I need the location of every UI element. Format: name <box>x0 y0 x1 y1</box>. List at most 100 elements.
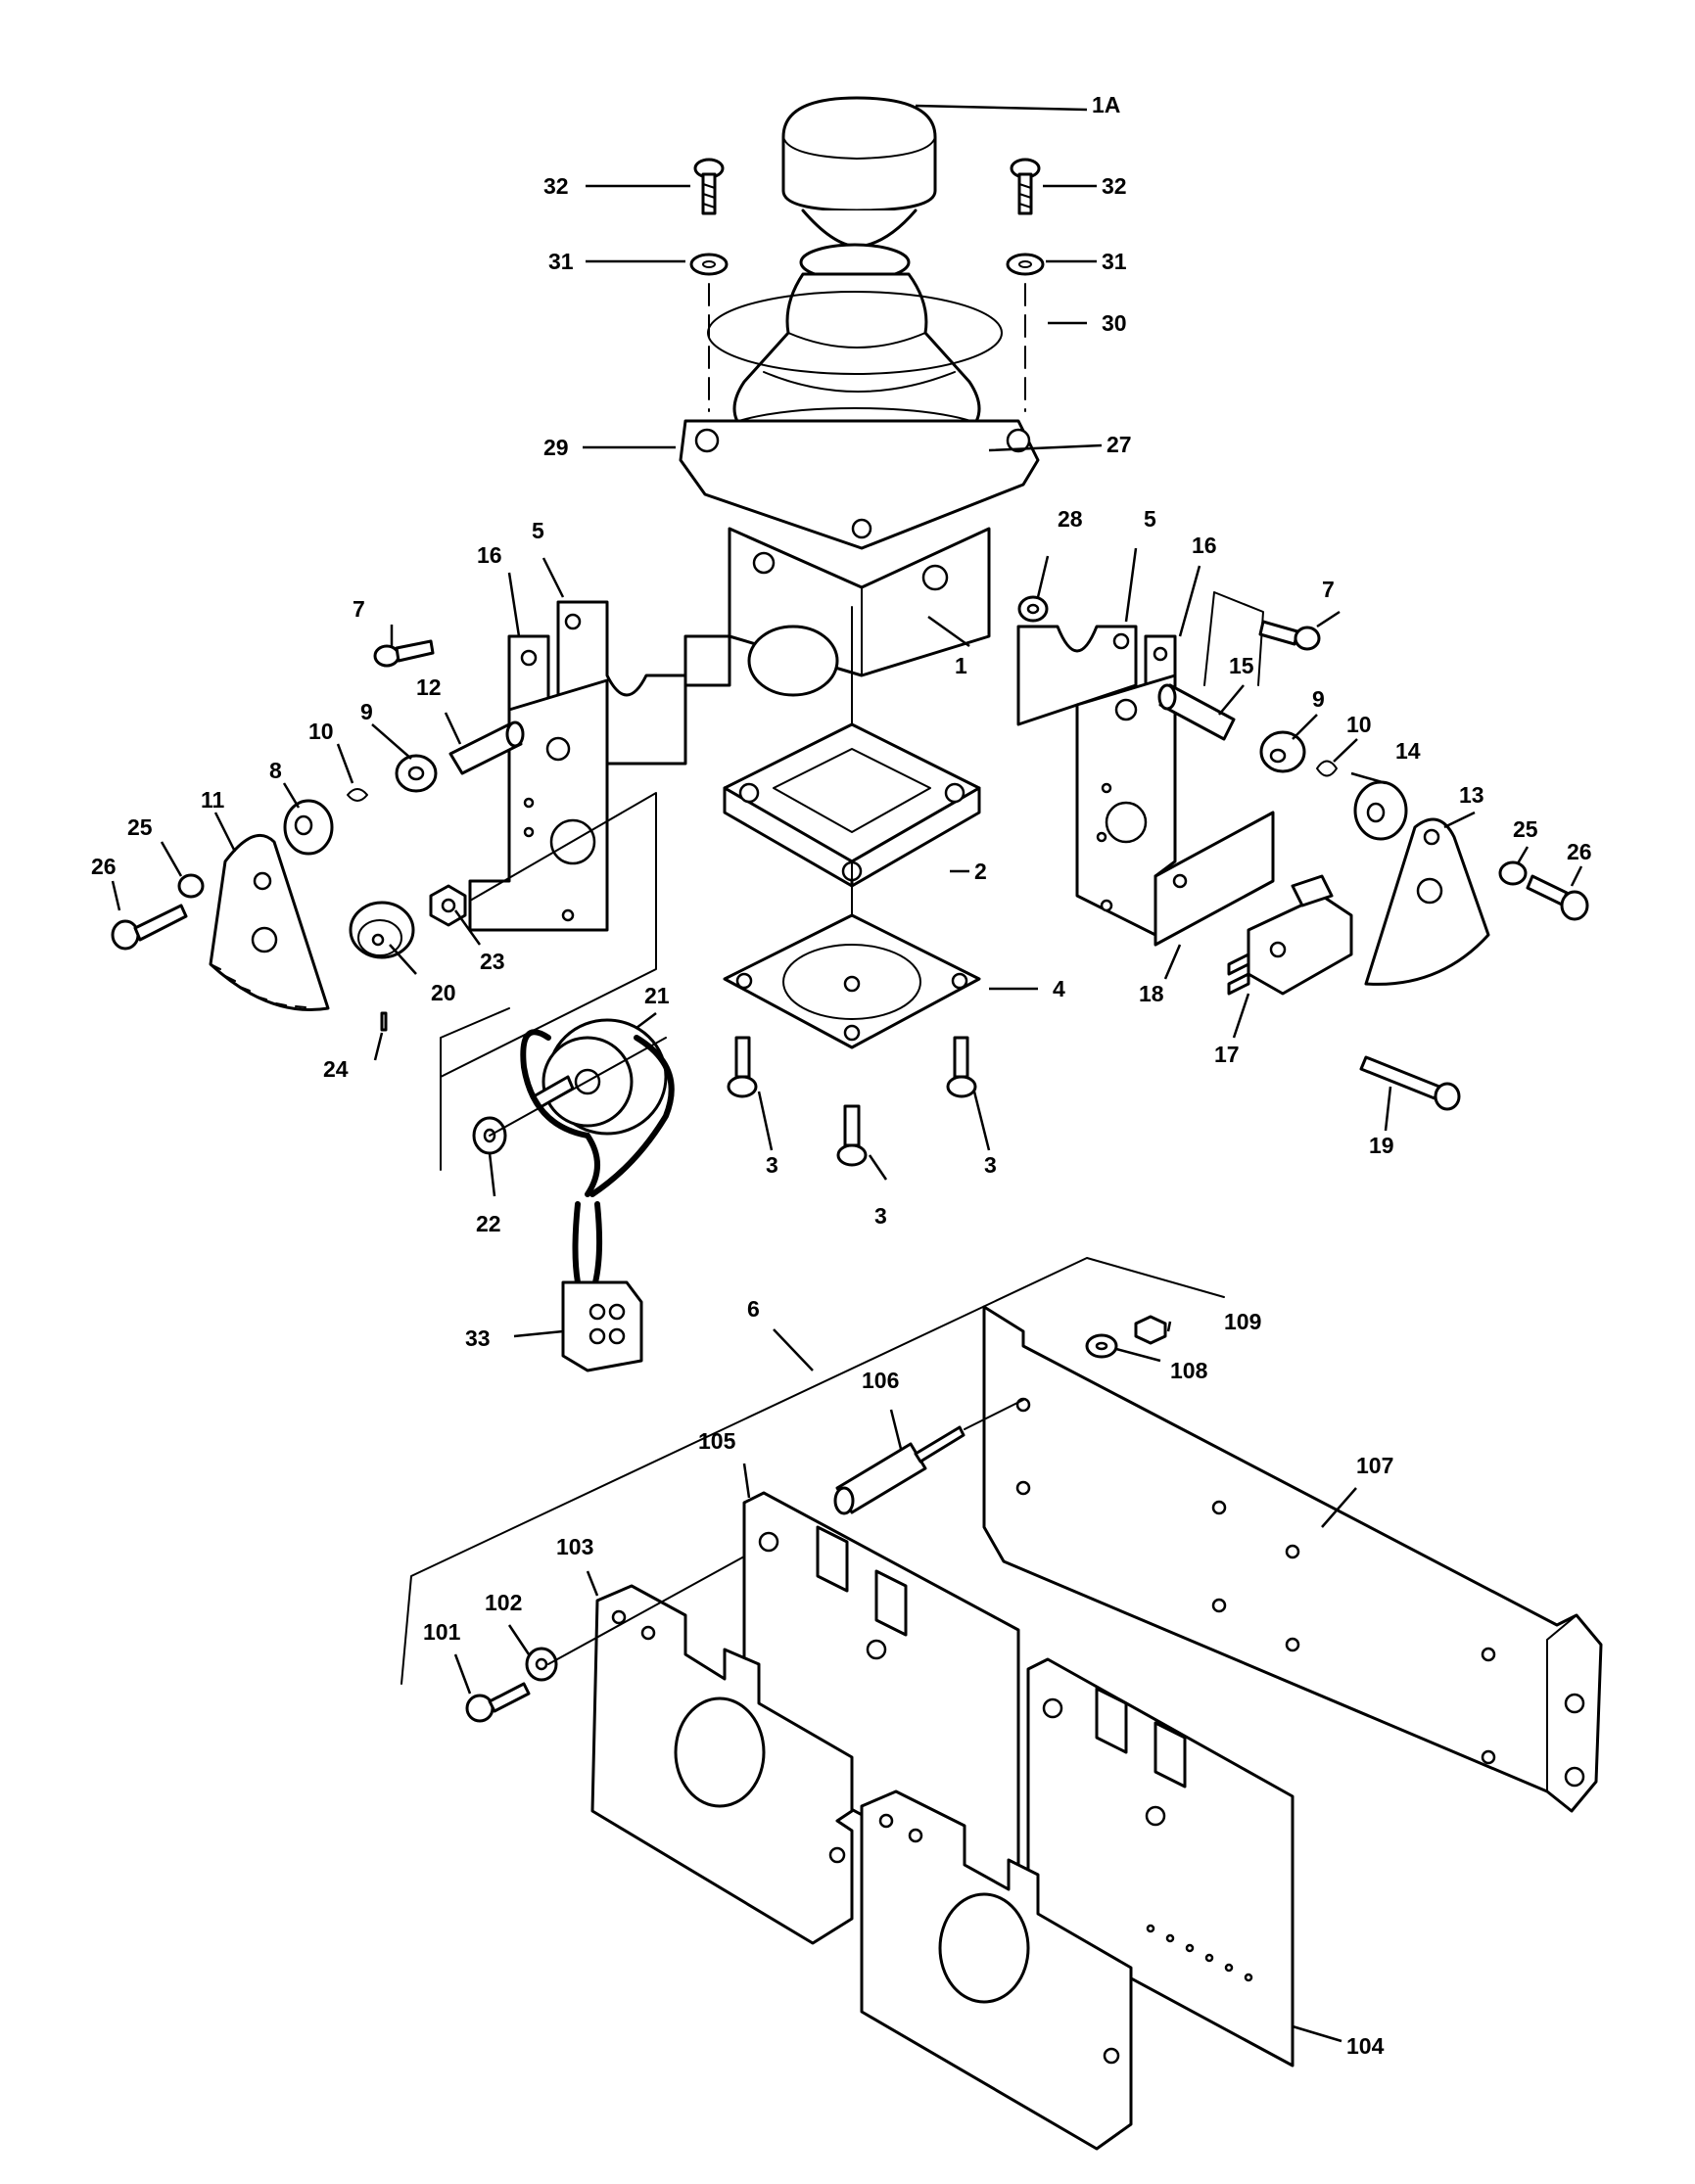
callout-25-left: 25 <box>127 814 153 840</box>
microswitch-17 <box>1227 874 1353 996</box>
screw-32-left <box>693 158 725 215</box>
callout-15: 15 <box>1229 653 1254 678</box>
callout-5-left: 5 <box>532 518 544 543</box>
callout-7-right: 7 <box>1322 577 1335 602</box>
callout-26-right: 26 <box>1567 839 1592 864</box>
screw-7-left <box>373 639 435 668</box>
callout-4: 4 <box>1053 976 1065 1001</box>
nut-23 <box>429 884 467 927</box>
callout-108: 108 <box>1170 1358 1208 1383</box>
gear-20 <box>349 901 415 959</box>
joystick-knob-part <box>781 96 937 282</box>
bracket-lower <box>860 1789 1133 2151</box>
spacer-15 <box>1157 683 1236 741</box>
callout-9-left: 9 <box>360 699 373 724</box>
screw-19 <box>1359 1055 1461 1111</box>
callout-33: 33 <box>465 1325 491 1351</box>
mounting-plate-part <box>679 419 1040 550</box>
callout-13: 13 <box>1459 782 1484 808</box>
callout-6: 6 <box>747 1296 760 1322</box>
callout-29: 29 <box>543 435 569 460</box>
screw-26-right <box>1526 874 1589 921</box>
gimbal-body-part <box>683 527 991 697</box>
bushing-8 <box>283 799 334 856</box>
callout-32-right: 32 <box>1102 173 1127 199</box>
standoff-106 <box>833 1425 965 1515</box>
washer-25-right <box>1498 860 1528 886</box>
callout-107: 107 <box>1356 1453 1393 1478</box>
screw-3-left <box>727 1036 758 1098</box>
bracket-103 <box>590 1584 854 1945</box>
callout-11: 11 <box>201 787 225 813</box>
callout-31-left: 31 <box>548 249 574 274</box>
callout-10-left: 10 <box>308 719 334 744</box>
l-bracket-left <box>468 678 609 932</box>
leader-lines <box>111 104 1583 2043</box>
clip-10-left <box>347 788 368 802</box>
callout-10-right: 10 <box>1346 712 1372 737</box>
screw-26-left <box>111 904 188 951</box>
callout-103: 103 <box>556 1534 593 1559</box>
bracket-5-right <box>1016 625 1138 726</box>
wire-harness <box>520 1029 675 1285</box>
l-bracket-right <box>1075 674 1177 937</box>
callout-3-right: 3 <box>984 1152 997 1178</box>
washer-9-right <box>1259 730 1306 773</box>
callout-8: 8 <box>269 758 282 783</box>
callout-104: 104 <box>1346 2033 1385 2059</box>
callout-19: 19 <box>1369 1133 1394 1158</box>
potentiometer-21 <box>532 1018 668 1136</box>
connector-33 <box>561 1280 643 1372</box>
callout-22: 22 <box>476 1211 501 1236</box>
callout-21: 21 <box>644 983 670 1008</box>
callout-30: 30 <box>1102 310 1127 336</box>
washer-108 <box>1085 1333 1118 1359</box>
screw-3-center <box>836 1104 868 1167</box>
callout-1A: 1A <box>1092 92 1120 117</box>
washer-102 <box>525 1647 558 1682</box>
callout-17: 17 <box>1214 1042 1240 1067</box>
callout-31-right: 31 <box>1102 249 1127 274</box>
callout-1: 1 <box>955 653 967 678</box>
washer-9-left <box>395 754 438 793</box>
washer-28 <box>1017 595 1049 623</box>
callout-26-left: 26 <box>91 854 117 879</box>
callout-5-right: 5 <box>1144 506 1156 532</box>
sector-gear-11 <box>209 833 330 1012</box>
callout-102: 102 <box>485 1590 522 1615</box>
bushing-14 <box>1353 780 1408 841</box>
callout-7-left: 7 <box>353 596 365 622</box>
callout-27: 27 <box>1106 432 1132 457</box>
callout-28: 28 <box>1058 506 1083 532</box>
callout-25-right: 25 <box>1513 816 1538 842</box>
callout-3-center: 3 <box>874 1203 887 1229</box>
sector-plate-13 <box>1364 817 1490 986</box>
screw-7-right <box>1258 620 1321 651</box>
callout-9-right: 9 <box>1312 686 1325 712</box>
callout-12: 12 <box>416 674 442 700</box>
callout-20: 20 <box>431 980 456 1005</box>
insulator-18 <box>1154 811 1275 947</box>
washer-31-left <box>689 253 729 276</box>
callout-23: 23 <box>480 949 505 974</box>
callout-14: 14 <box>1395 738 1421 764</box>
callout-106: 106 <box>862 1368 899 1393</box>
callout-16-right: 16 <box>1192 533 1217 558</box>
washer-31-right <box>1006 253 1045 276</box>
callout-101: 101 <box>423 1619 461 1645</box>
outline-6 <box>400 1257 1225 1685</box>
callout-109: 109 <box>1224 1309 1261 1334</box>
callout-16-left: 16 <box>477 542 502 568</box>
callout-2: 2 <box>974 859 987 884</box>
gimbal-plate-2 <box>723 722 981 888</box>
callout-32-left: 32 <box>543 173 569 199</box>
nut-109 <box>1134 1315 1167 1345</box>
callout-105: 105 <box>698 1428 736 1454</box>
callout-18: 18 <box>1139 981 1164 1006</box>
callout-24: 24 <box>323 1056 349 1082</box>
pin-24 <box>380 1011 388 1032</box>
washer-25-left <box>177 873 205 899</box>
callout-labels: 1A 32 32 31 31 30 29 27 5 16 7 12 1 28 5… <box>91 92 1592 2059</box>
